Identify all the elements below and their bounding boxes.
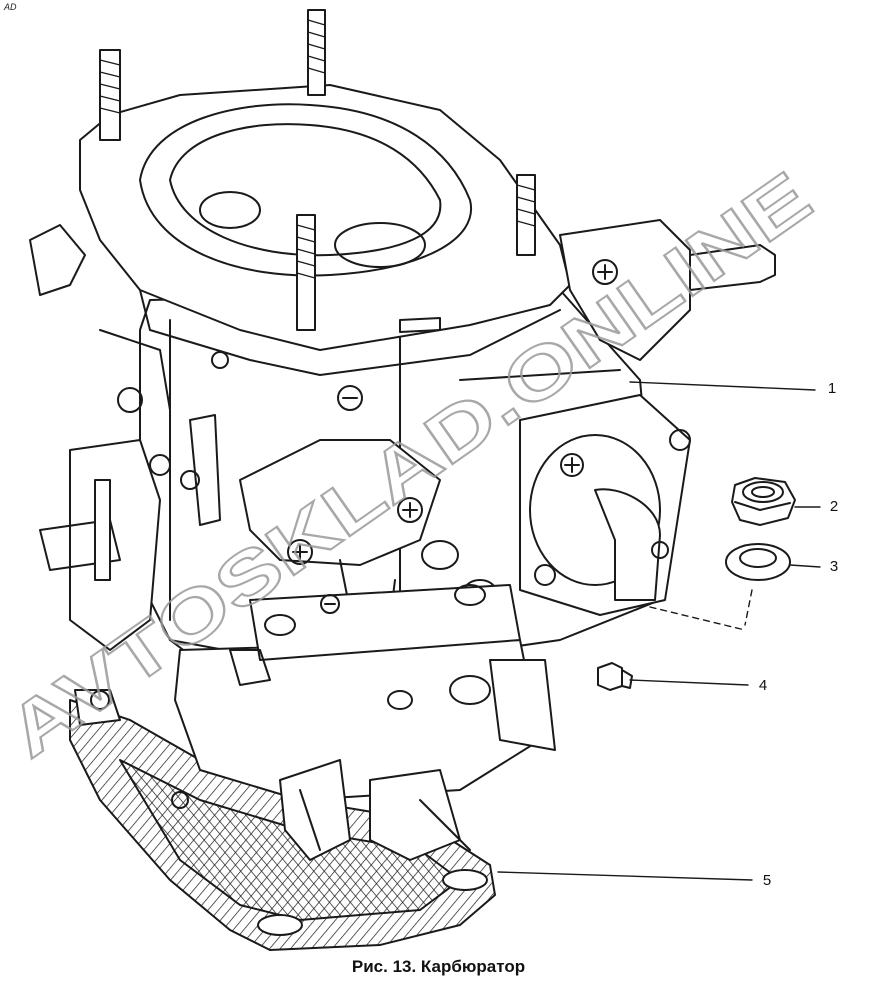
cap-nut-part xyxy=(597,662,633,691)
gasket-part xyxy=(69,699,496,951)
choke-mechanism xyxy=(239,439,521,661)
left-linkage xyxy=(29,224,271,809)
nut-part xyxy=(731,477,796,526)
diaphragm-housing xyxy=(519,394,691,616)
callout-1: 1 xyxy=(827,380,837,397)
callout-3: 3 xyxy=(829,558,839,575)
leader-lines xyxy=(497,381,821,881)
fuel-inlet xyxy=(559,219,776,361)
callout-2: 2 xyxy=(829,498,839,515)
figure-caption: Рис. 13. Карбюратор xyxy=(351,957,526,976)
air-horn-cover xyxy=(79,84,571,376)
mounting-studs xyxy=(99,9,536,331)
screw-heads xyxy=(90,351,363,710)
callout-4: 4 xyxy=(758,677,768,694)
callout-5: 5 xyxy=(762,872,772,889)
corner-code: AD xyxy=(4,2,17,12)
washer-part xyxy=(725,543,791,581)
